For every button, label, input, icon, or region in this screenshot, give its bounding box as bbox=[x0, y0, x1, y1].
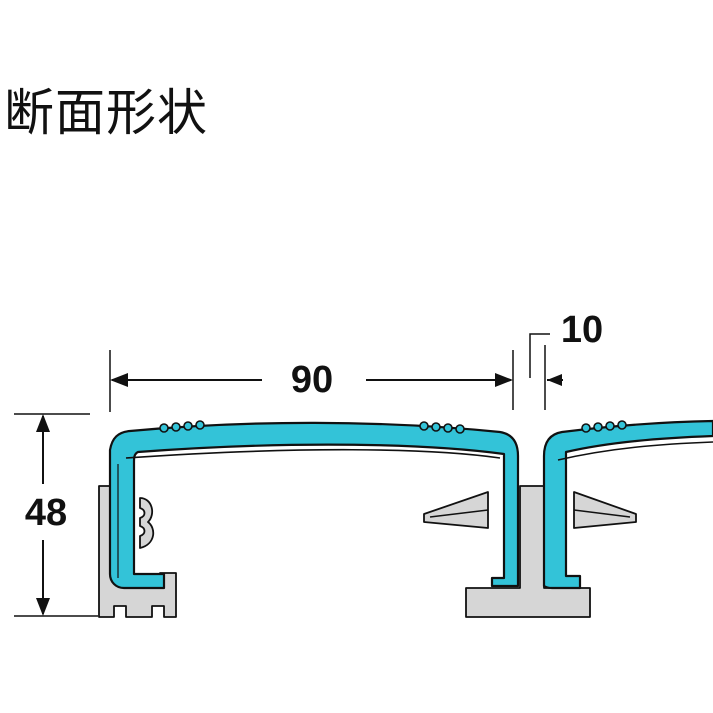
left-profile bbox=[108, 420, 520, 590]
width-value: 90 bbox=[291, 359, 333, 401]
gap-dimension: 10 bbox=[490, 309, 603, 410]
height-dimension: 48 bbox=[14, 413, 98, 617]
gap-leader bbox=[529, 333, 550, 378]
width-dimension: 90 bbox=[109, 350, 514, 412]
height-arrow-top bbox=[36, 414, 50, 432]
gap-value: 10 bbox=[561, 309, 603, 351]
gap-arrow bbox=[547, 374, 562, 386]
center-anchor bbox=[423, 485, 637, 618]
right-profile bbox=[542, 419, 713, 590]
right-profile-inner-line bbox=[557, 441, 713, 461]
page-title: 断面形状 bbox=[4, 84, 208, 142]
width-arrow-left bbox=[110, 373, 128, 387]
left-profile-inner-line bbox=[125, 448, 501, 459]
height-value: 48 bbox=[25, 492, 67, 534]
height-arrow-bottom bbox=[36, 598, 50, 616]
